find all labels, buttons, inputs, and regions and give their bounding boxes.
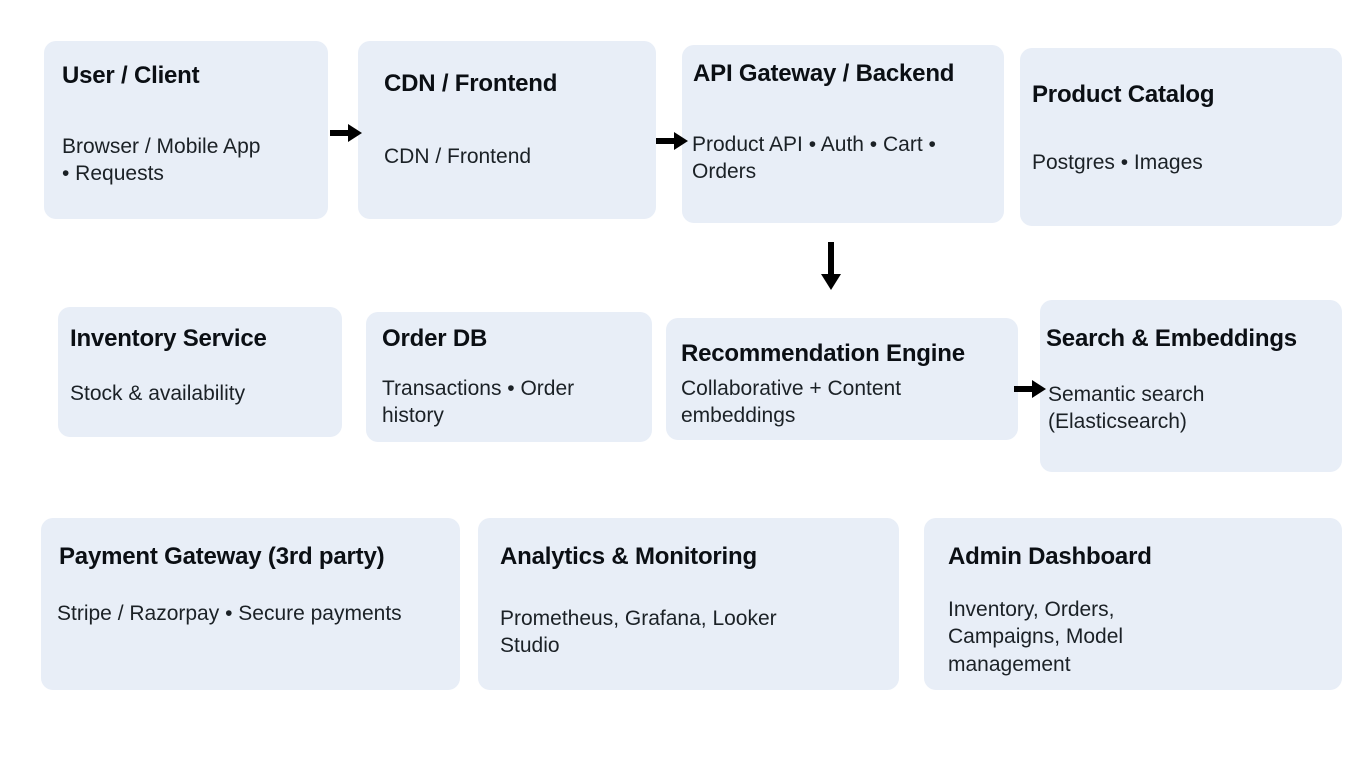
- node-payment-gateway[interactable]: [41, 518, 460, 690]
- node-user-client[interactable]: [44, 41, 328, 219]
- node-title-payment-gateway: Payment Gateway (3rd party): [59, 543, 385, 570]
- node-body-inventory-service-text: Stock & availability: [70, 382, 246, 405]
- node-body-product-catalog: Postgres • Images: [1032, 151, 1203, 174]
- node-title-api-gateway-backend: API Gateway / Backend: [693, 60, 955, 87]
- node-analytics-monitoring[interactable]: [478, 518, 899, 690]
- node-search-embeddings[interactable]: [1040, 300, 1342, 472]
- node-body-user-client: Browser / Mobile App • Requests: [62, 135, 261, 186]
- node-body-payment-gateway: Stripe / Razorpay • Secure payments: [57, 602, 402, 625]
- node-title-inventory-service: Inventory Service: [70, 325, 267, 352]
- node-body-analytics-monitoring: Prometheus, Grafana, Looker Studio: [500, 607, 777, 658]
- arrow-right-user-to-cdn: [328, 118, 366, 148]
- node-title-admin-dashboard: Admin Dashboard: [948, 543, 1152, 570]
- node-body-search-embeddings: Semantic search (Elasticsearch): [1048, 383, 1205, 434]
- node-title-user-client: User / Client: [62, 62, 200, 89]
- arrow-right-recommendation-to-search: [1012, 374, 1050, 404]
- node-title-product-catalog: Product Catalog: [1032, 81, 1215, 108]
- node-title-cdn-frontend: CDN / Frontend: [384, 70, 558, 97]
- node-api-gateway-backend[interactable]: [682, 45, 1004, 223]
- node-cdn-frontend[interactable]: [358, 41, 656, 219]
- node-title-analytics-monitoring: Analytics & Monitoring: [500, 543, 757, 570]
- node-title-search-embeddings: Search & Embeddings: [1046, 325, 1297, 352]
- node-recommendation-engine[interactable]: [666, 318, 1018, 440]
- node-admin-dashboard[interactable]: [924, 518, 1342, 690]
- node-order-db[interactable]: [366, 312, 652, 442]
- node-body-api-gateway-backend: Product API • Auth • Cart • Orders: [692, 133, 936, 184]
- arrow-right-cdn-to-api: [654, 126, 692, 156]
- arrow-down-api-to-recommendation: [816, 240, 846, 294]
- node-product-catalog[interactable]: [1020, 48, 1342, 226]
- node-title-recommendation-engine: Recommendation Engine: [681, 340, 965, 367]
- node-body-recommendation-engine: Collaborative + Content embeddings: [681, 377, 902, 428]
- node-body-order-db: Transactions • Order history: [382, 377, 575, 428]
- node-body-cdn-frontend: CDN / Frontend: [384, 145, 532, 168]
- node-title-order-db: Order DB: [382, 325, 488, 352]
- node-inventory-service[interactable]: [58, 307, 342, 437]
- node-body-admin-dashboard: Inventory, Orders, Campaigns, Model mana…: [948, 598, 1124, 676]
